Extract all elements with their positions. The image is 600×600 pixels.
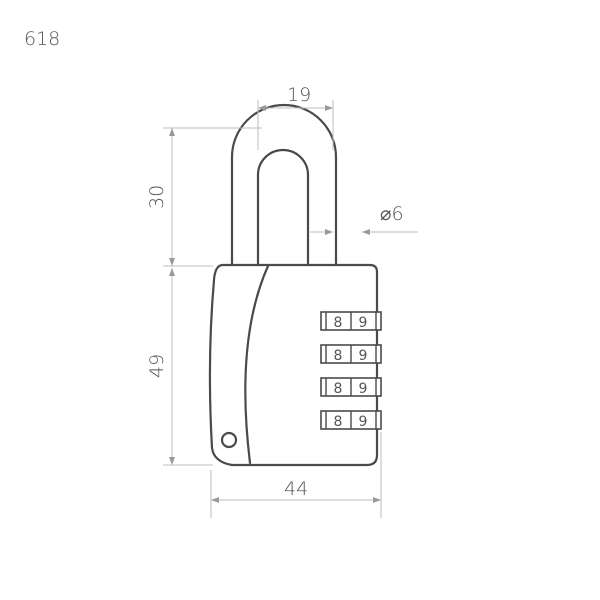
dial-digit: 8 [334,315,343,331]
dim-shackle-width: 19 [287,84,311,106]
dial-digit: 8 [334,381,343,397]
dim-body-height: 49 [146,354,168,378]
dial-digit: 9 [359,348,368,364]
dim-shackle-diameter: ⌀6 [380,203,404,225]
body-curve [244,264,270,465]
lock-body [208,263,379,467]
model-number: 618 [24,28,60,50]
keyhole-circle [220,431,238,449]
dial-digit: 9 [359,315,368,331]
dim-body-width: 44 [284,478,308,500]
dial-digit: 9 [359,381,368,397]
dial-digit: 8 [334,414,343,430]
dial-digit: 9 [359,414,368,430]
shackle [230,103,338,267]
dial-digit: 8 [334,348,343,364]
dim-shackle-height: 30 [146,185,168,209]
